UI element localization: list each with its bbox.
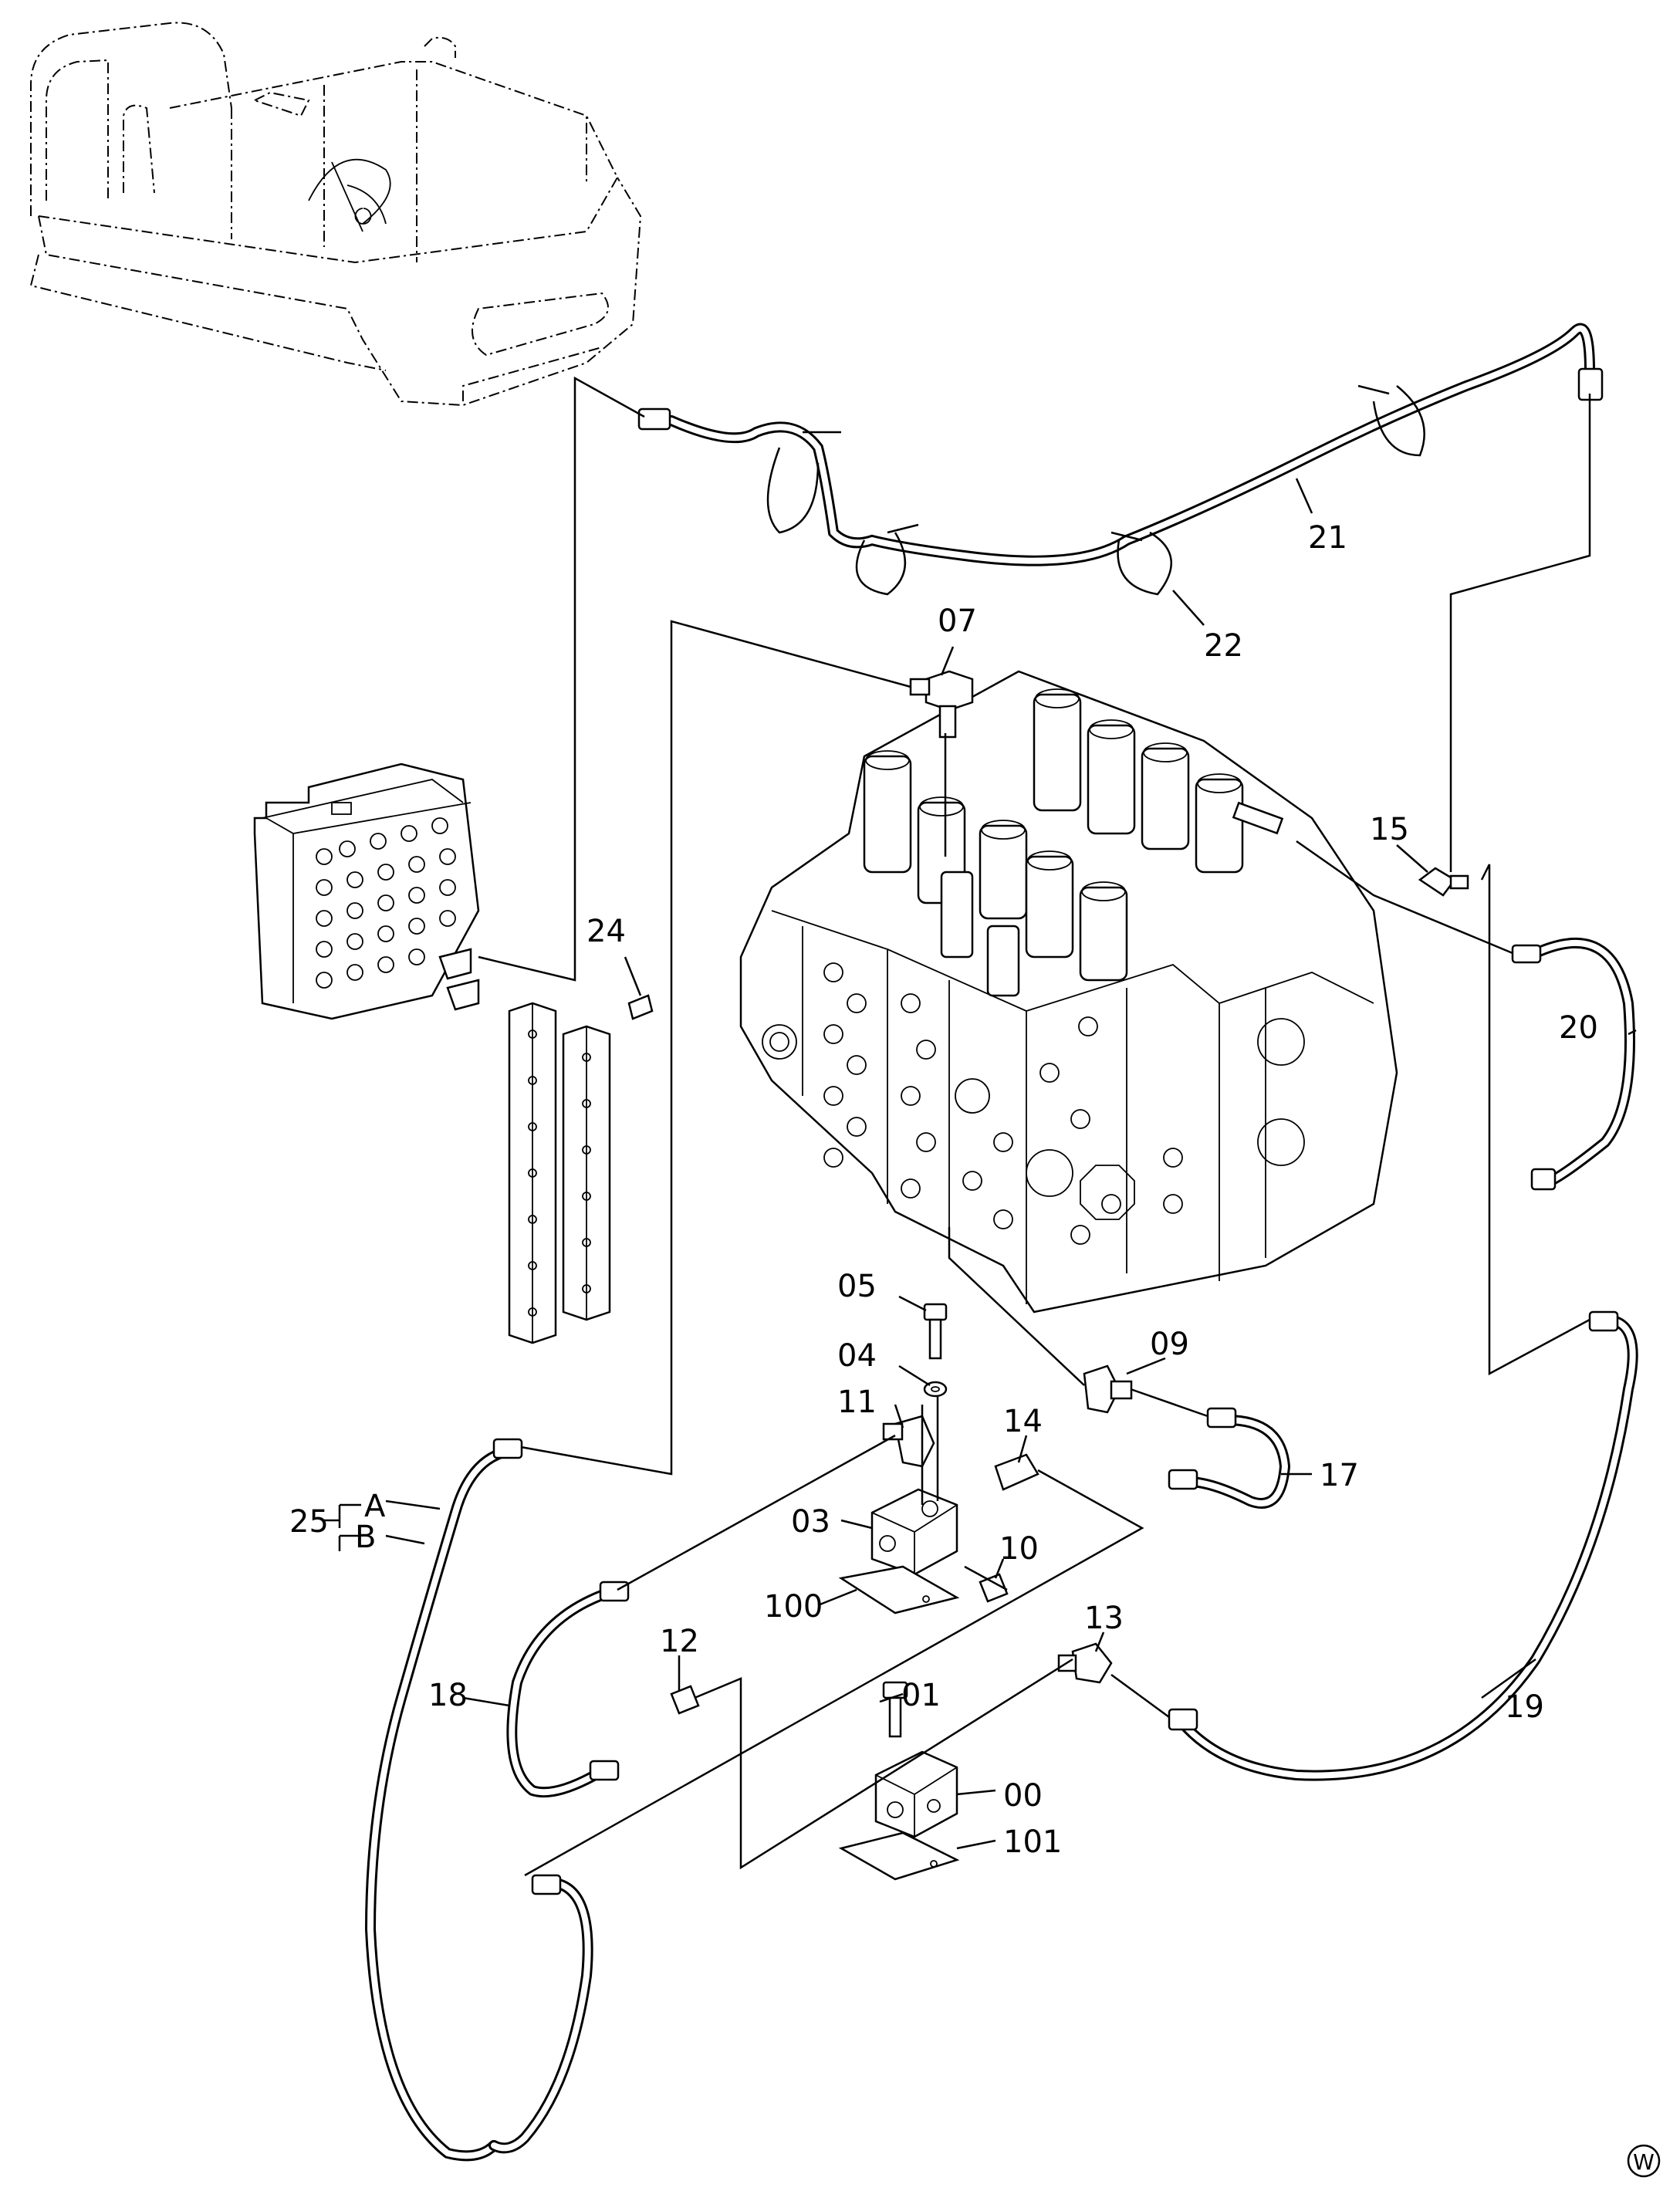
label-12: 12 — [660, 1624, 699, 1659]
label-11: 11 — [837, 1385, 877, 1420]
label-01: 01 — [901, 1678, 941, 1713]
fitting-11 — [882, 1415, 935, 1468]
clamps-22 — [766, 384, 1425, 596]
hose-17 — [1168, 1407, 1291, 1509]
hose-19 — [1168, 1310, 1638, 1781]
washer-04 — [923, 1381, 948, 1398]
callout-leaders — [324, 478, 1637, 1850]
label-100: 100 — [764, 1589, 823, 1625]
label-09: 09 — [1150, 1327, 1189, 1362]
label-25-a: A — [364, 1489, 386, 1524]
label-22: 22 — [1204, 628, 1243, 664]
corner-mark-letter: W — [1633, 2149, 1655, 2175]
label-13: 13 — [1084, 1601, 1124, 1636]
excavator-outline — [29, 22, 642, 407]
fitting-15 — [1232, 801, 1469, 897]
fitting-07 — [909, 670, 974, 739]
block-03 — [870, 1397, 958, 1576]
fitting-14 — [994, 1453, 1039, 1491]
connection-lines — [478, 376, 1591, 1877]
label-10: 10 — [999, 1531, 1039, 1567]
main-control-valve — [739, 670, 1398, 1314]
label-07: 07 — [938, 604, 977, 639]
fitting-10 — [979, 1573, 1009, 1603]
label-05: 05 — [837, 1269, 877, 1304]
label-25: 25 — [289, 1504, 329, 1540]
hose-25 — [364, 1438, 593, 2162]
label-20: 20 — [1559, 1010, 1598, 1046]
label-19: 19 — [1505, 1689, 1544, 1725]
pilot-valve-block — [253, 762, 480, 1020]
fitting-24 — [627, 994, 654, 1020]
part-labels: 07 24 15 21 22 20 05 04 09 11 14 17 03 1… — [289, 520, 1598, 1860]
label-15: 15 — [1370, 812, 1409, 847]
fitting-09 — [1083, 1364, 1133, 1414]
label-21: 21 — [1308, 520, 1347, 556]
hose-18 — [506, 1581, 630, 1798]
block-00 — [874, 1750, 958, 1838]
label-03: 03 — [791, 1504, 830, 1540]
label-14: 14 — [1003, 1404, 1043, 1439]
label-18: 18 — [428, 1678, 468, 1713]
bolt-05 — [923, 1303, 948, 1360]
fitting-12 — [670, 1685, 700, 1715]
mounting-plates — [508, 1002, 611, 1344]
plate-101 — [838, 1831, 960, 1881]
label-04: 04 — [837, 1338, 877, 1374]
label-101: 101 — [1003, 1824, 1062, 1860]
plate-100 — [838, 1565, 960, 1615]
label-25-b: B — [355, 1520, 376, 1555]
label-17: 17 — [1320, 1458, 1359, 1493]
label-24: 24 — [586, 914, 626, 949]
hose-20 — [1511, 937, 1635, 1191]
corner-mark: W — [1627, 2144, 1661, 2178]
label-00: 00 — [1003, 1778, 1043, 1814]
hose-21 — [637, 323, 1604, 566]
